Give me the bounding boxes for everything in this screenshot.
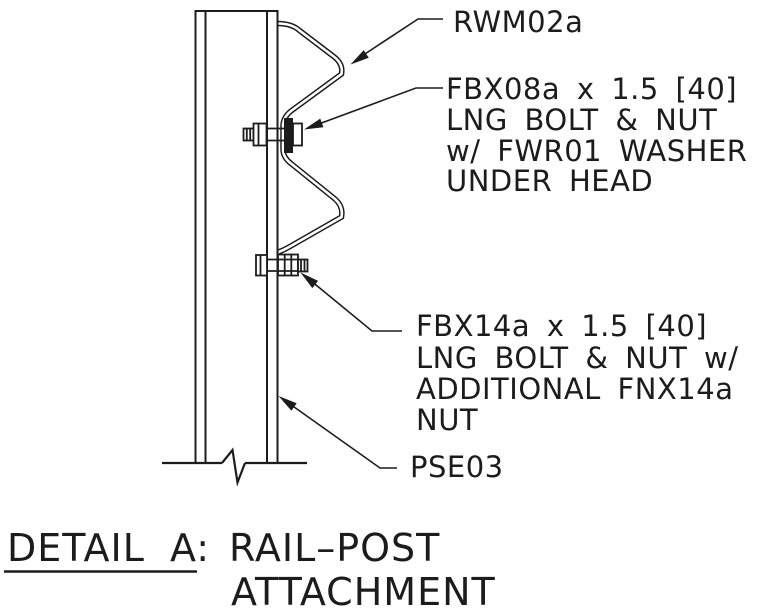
upper-bolt-callout-line4: UNDER HEAD [446, 164, 653, 198]
lower-bolt-thread-ticks [300, 259, 306, 272]
upper-bolt-thread-tip [242, 127, 255, 142]
lower-bolt-callout-line2: LNG BOLT & NUT w/ [416, 341, 739, 375]
post-leader-arrowhead-icon [278, 396, 297, 411]
post-callout-text: PSE03 [410, 450, 504, 484]
lower-bolt-callout-line3: ADDITIONAL FNX14a [416, 372, 733, 406]
detail-label-text: DETAIL A: [7, 526, 210, 570]
upper-bolt-shaft [266, 127, 284, 142]
upper-bolt-callout-line1: FBX08a x 1.5 [40] [446, 72, 737, 106]
title-block: DETAIL A: RAIL–POST ATTACHMENT [4, 526, 496, 614]
callout-texts: RWM02a FBX08a x 1.5 [40] LNG BOLT & NUT … [410, 5, 747, 484]
upper-bolt-thread-ticks [245, 128, 252, 141]
lower-bolt-callout-line4: NUT [416, 403, 478, 437]
rail-callout-text: RWM02a [453, 5, 583, 39]
lower-bolt-leader-arrowhead-icon [300, 272, 319, 289]
lower-bolt-head [255, 254, 268, 277]
rail-inner-stroke [277, 22, 344, 254]
leaders [278, 18, 443, 469]
lower-bolt-nut-facets [283, 254, 293, 276]
rail-leader-line [354, 18, 443, 62]
rail-leader-arrowhead-icon [350, 50, 369, 65]
upper-bolt-callout-line2: LNG BOLT & NUT [446, 103, 717, 137]
post-leader-line [288, 402, 397, 469]
upper-bolt-leader-line [311, 87, 443, 128]
lower-bolt-assembly [255, 253, 309, 277]
title-subject-line2: ATTACHMENT [231, 570, 496, 614]
upper-bolt-callout-line3: w/ FWR01 WASHER [446, 134, 747, 168]
w-beam-rail-profile [277, 20, 345, 255]
ground-line [162, 447, 307, 487]
upper-bolt-leader-arrowhead-icon [304, 118, 324, 130]
lower-bolt-thread-tip [297, 258, 309, 273]
lower-bolt-shaft [267, 258, 298, 272]
lower-bolt-callout-line1: FBX14a x 1.5 [40] [416, 309, 707, 343]
upper-bolt-assembly [242, 118, 303, 153]
fwr01-washer-section [284, 118, 293, 153]
lower-bolt-leader-line [312, 281, 402, 332]
post-outline [194, 10, 279, 463]
upper-bolt-nut [252, 122, 268, 147]
break-symbol [221, 447, 247, 487]
lower-bolt-nuts [277, 253, 299, 277]
upper-bolt-head [292, 122, 303, 147]
title-subject-line1: RAIL–POST [229, 526, 440, 570]
